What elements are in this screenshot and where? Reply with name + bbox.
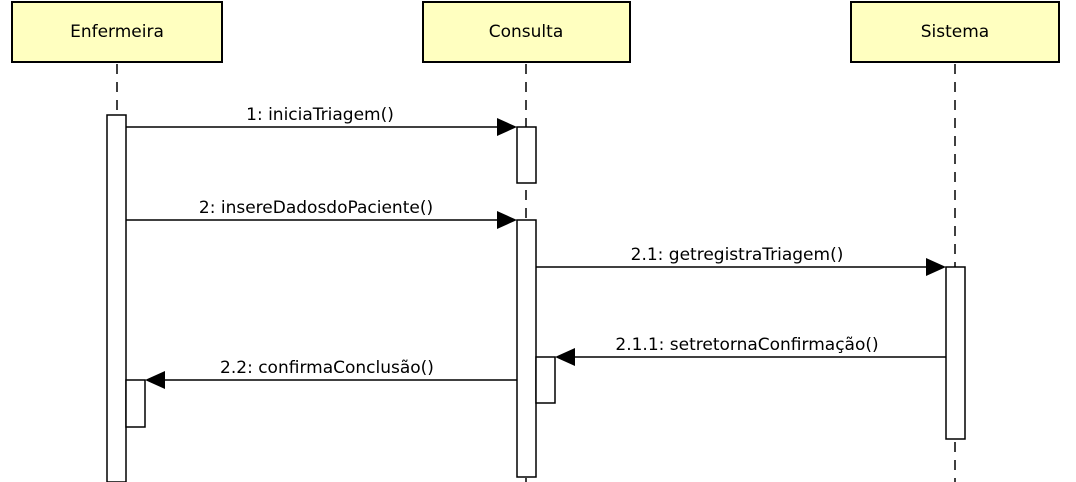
arrow-right-icon [497,211,517,229]
arrow-right-icon [926,258,946,276]
arrow-left-icon [555,348,575,366]
arrow-right-icon [497,118,517,136]
lifeline-header-enfermeira[interactable]: Enfermeira [11,1,223,63]
activation-bar-consulta-nested [535,356,556,404]
lifeline-header-consulta[interactable]: Consulta [422,1,631,63]
message-2[interactable]: 2: insereDadosdoPaciente() [126,198,517,229]
message-label: 2.1.1: setretornaConfirmação() [615,335,878,355]
activation-bar-consulta-2 [516,219,537,478]
lifeline-header-sistema[interactable]: Sistema [850,1,1060,63]
arrow-left-icon [145,371,165,389]
activation-bar-enfermeira [106,114,127,482]
message-label: 2.2: confirmaConclusão() [220,358,434,378]
lifeline-label: Consulta [489,22,563,42]
message-label: 2: insereDadosdoPaciente() [199,198,433,218]
message-1[interactable]: 1: iniciaTriagem() [126,105,517,136]
message-2-2[interactable]: 2.2: confirmaConclusão() [145,358,517,389]
lifeline-label: Enfermeira [70,22,164,42]
activation-bar-consulta-1 [516,126,537,184]
message-label: 1: iniciaTriagem() [246,105,394,125]
message-label: 2.1: getregistraTriagem() [631,245,844,265]
message-2-1[interactable]: 2.1: getregistraTriagem() [536,245,946,276]
lifeline-label: Sistema [921,22,989,42]
activation-bar-sistema [945,266,966,440]
activation-bar-enfermeira-nested [125,379,146,428]
message-2-1-1[interactable]: 2.1.1: setretornaConfirmação() [555,335,946,366]
